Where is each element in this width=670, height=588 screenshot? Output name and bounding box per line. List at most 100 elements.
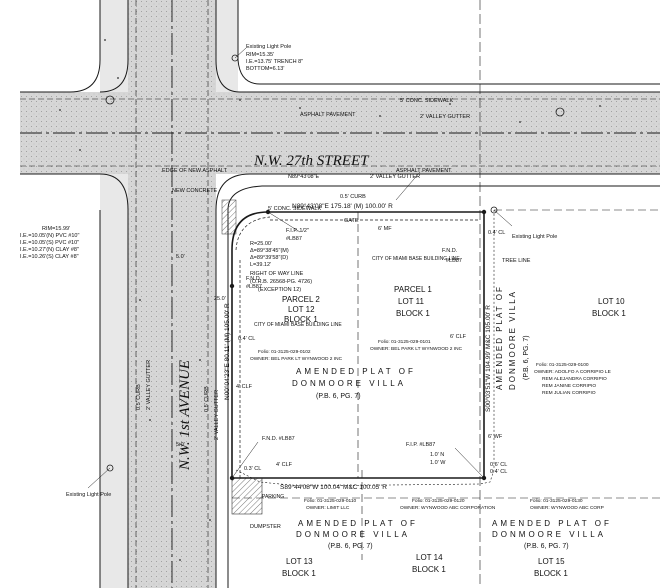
light-pole-ne-icon (231, 54, 239, 62)
fixtures (105, 54, 565, 472)
label-lot15: LOT 15 (538, 557, 565, 566)
label-fnd-w-num: #LB87 (246, 284, 262, 290)
label-fnd-ne-num: #LB87 (446, 258, 462, 264)
label-edge-of-new-asphalt: EDGE OF NEW ASPHALT (162, 168, 228, 174)
annotation-labels: Existing Light Pole RIM=15.35' I.E.=13.7… (20, 44, 626, 578)
label-curb-s: 0.5' CURB (340, 194, 366, 200)
label-block1-e: BLOCK 1 (412, 565, 446, 574)
sidewalk-ne (216, 0, 238, 92)
sidewalk-nw (100, 0, 128, 92)
label-parcel1: PARCEL 1 (394, 285, 432, 294)
label-ex-light-pole-e: Existing Light Pole (512, 234, 557, 240)
label-valley-gutter-n: 2' VALLEY GUTTER (420, 114, 470, 120)
label-folio-d: Folio: 01-3125-029-0110 (304, 498, 357, 504)
label-lot10: LOT 10 (598, 297, 625, 306)
label-new-concrete: NEW CONCRETE (172, 188, 218, 194)
label-fip-nw-num: #LB87 (286, 236, 302, 242)
label-plat-s1-3: (P.B. 6, PG. 7) (328, 543, 373, 550)
label-fip-nw: F.I.P. 1/2" (286, 228, 309, 234)
label-lot13: LOT 13 (286, 557, 313, 566)
label-plat-center-1: AMENDED PLAT OF (296, 367, 416, 376)
avenue-name: N.W. 1st AVENUE (177, 360, 193, 471)
label-north-bearing-top: N89°43'08"E (288, 174, 320, 180)
hatched-corner (221, 199, 237, 235)
label-dim-25: 25.0' (214, 296, 226, 302)
label-bbl-west: CITY OF MIAMI BASE BUILDING LINE (254, 322, 342, 328)
label-folio-e: Folio: 01-3125-029-0120 (412, 498, 465, 504)
label-owner-f: OWNER: WYNWOOD ABC CORP (530, 505, 604, 511)
label-plat-east-2: DONMOORE VILLA (508, 290, 517, 390)
label-rim-left: RIM=15.99' (42, 226, 70, 232)
sidewalk-sw (100, 174, 128, 588)
label-fip-se-n: 1.0' N (430, 452, 444, 458)
label-plat-s2-1: AMENDED PLAT OF (492, 519, 612, 528)
label-conc-sidewalk-n: 5' CONC. SIDEWALK (400, 98, 453, 104)
label-valley-gutter-s: 2' VALLEY GUTTER (370, 174, 420, 180)
label-plat-center-3: (P.B. 6, PG. 7) (316, 393, 361, 400)
label-asphalt-pavement-s: ASPHALT PAVEMENT (396, 168, 452, 174)
property-boundary (231, 209, 660, 560)
label-asphalt-pavement-n: ASPHALT PAVEMENT (300, 112, 356, 118)
label-fnd-w: F.N.D. (246, 276, 262, 282)
label-plat-s1-1: AMENDED PLAT OF (298, 519, 418, 528)
label-west-line-bearing: N00°04'23"E 80.11' (M) 105.00' R (223, 303, 231, 400)
label-owner-b: OWNER: BEL PARK LT WYNWOOD 2 INC (370, 346, 463, 352)
label-curve-r: R=25.00' (250, 241, 272, 247)
label-gate: GATE (344, 218, 359, 224)
label-cl-w: 0.4' CL (238, 336, 255, 342)
label-folio-b: Folio: 01-3125-029-0101 (378, 339, 431, 345)
label-existing-light-pole-sw: Existing Light Pole (66, 492, 111, 498)
label-block1-f: BLOCK 1 (534, 569, 568, 578)
label-row-line: RIGHT OF WAY LINE (250, 271, 304, 277)
label-fnd-sw: F.N.D. #LB87 (262, 436, 295, 442)
light-pole-e-icon (490, 206, 498, 214)
label-light-pole-ne: Existing Light Pole (246, 44, 291, 50)
label-ie-left-1: I.E.=10.05'(N) PVC #10" (20, 233, 79, 239)
label-ie-left-2: I.E.=10.05'(S) PVC #10" (20, 240, 79, 246)
label-plat-center-2: DONMOORE VILLA (292, 379, 406, 388)
label-curve-l: L=39.12' (250, 262, 271, 268)
label-plat-east-1: AMENDED PLAT OF (495, 285, 504, 390)
label-dim-50-a: 5.0' (176, 254, 185, 260)
leader-lines (87, 47, 513, 489)
label-light-pole-bottom: BOTTOM=6.13' (246, 66, 284, 72)
marker-fnd-w (229, 283, 235, 289)
label-owner-a: OWNER: BEL PARK LT WYNWOOD 2 INC (250, 356, 343, 362)
label-clf-sw: 4' CLF (276, 462, 293, 468)
label-folio-c: Folio: 01-3125-029-0100 (536, 362, 589, 368)
label-parking: PARKING (262, 494, 284, 500)
road-edges (20, 0, 660, 588)
road-surfaces (20, 0, 660, 588)
label-owner-d: OWNER: LIMIT LLC (306, 505, 350, 511)
label-fnd-ne: F.N.D. (442, 248, 458, 254)
marker-fnd-ne (481, 209, 487, 215)
street-name: N.W. 27th STREET (253, 153, 370, 169)
label-plat-s2-3: (P.B. 6, PG. 7) (524, 543, 569, 550)
label-folio-a: Folio: 01-3125-029-0102 (258, 349, 311, 355)
label-tree-line: TREE LINE (502, 258, 531, 264)
centerlines (20, 0, 660, 588)
label-curb-right: 0.5' CURB (204, 386, 210, 412)
label-fip-se-w: 1.0' W (430, 460, 446, 466)
label-ie-left-4: I.E.=10.26'(S) CLAY #8" (20, 254, 79, 260)
tree-icon-2 (105, 95, 115, 105)
label-north-line-bearing: N89°43'08"E 175.18' (M) 100.00' R (292, 202, 393, 210)
label-plat-east-3: (P.B. 6, PG. 7) (523, 335, 530, 380)
label-lot12: LOT 12 (288, 305, 315, 314)
elevation-spots (59, 39, 601, 561)
label-conc-sidewalk-s: 5' CONC. SIDEWALK (268, 206, 321, 212)
label-curb-left: 0.5' CURB (136, 384, 142, 410)
label-wf-se: 6' WF (488, 434, 503, 440)
label-lot14: LOT 14 (416, 553, 443, 562)
light-pole-sw-icon (106, 464, 114, 472)
label-cl-sw: 0.3' CL (244, 466, 261, 472)
label-clf-e: 6' CLF (450, 334, 467, 340)
label-lot11: LOT 11 (398, 297, 424, 306)
label-folio-f: Folio: 01-3125-029-0130 (530, 498, 583, 504)
label-owner-c2: REM ALEJANDRA CORRIPIO (542, 376, 607, 382)
label-owner-c4: REM JULIAN CORRIPIO (542, 390, 596, 396)
label-ie-left-3: I.E.=10.27'(N) CLAY #8" (20, 247, 79, 253)
label-plat-s1-2: DONMOORE VILLA (296, 530, 410, 539)
label-south-line-bearing: S89°44'08"W 100.04' M&C 100.05' R (280, 483, 387, 491)
